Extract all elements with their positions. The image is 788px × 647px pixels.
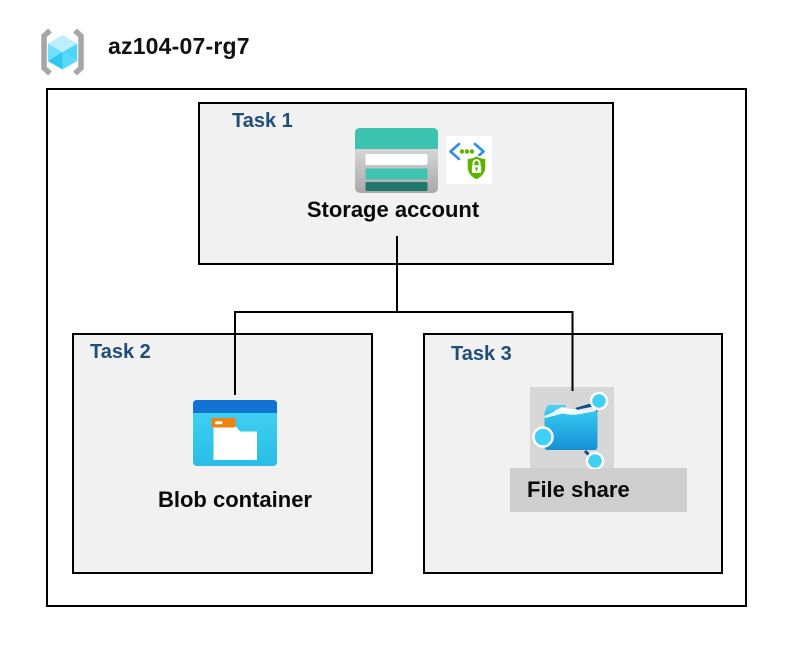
task2-label: Task 2	[90, 341, 151, 363]
task3-label: Task 3	[451, 343, 512, 365]
blob-container-label: Blob container	[157, 487, 312, 512]
sas-security-icon	[446, 136, 492, 184]
file-share-label: File share	[510, 468, 687, 512]
storage-account-label: Storage account	[306, 197, 480, 222]
storage-account-icon	[355, 128, 438, 193]
file-share-icon	[532, 391, 609, 469]
blob-container-icon	[193, 400, 277, 466]
task1-label: Task 1	[232, 110, 293, 132]
resource-group-name: az104-07-rg7	[108, 33, 250, 59]
resource-group-icon	[41, 28, 84, 76]
